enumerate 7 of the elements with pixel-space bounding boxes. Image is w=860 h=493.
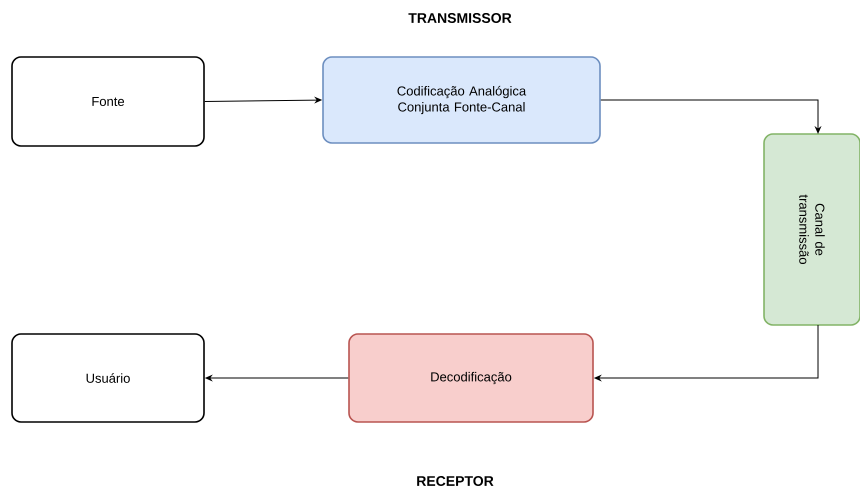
channel-box: Canal de transmissão — [763, 133, 860, 326]
process-box: Fonte — [11, 56, 205, 147]
process-box: Codificação Analógica Conjunta Fonte-Canal — [322, 56, 601, 144]
process-box: Decodificação — [348, 333, 594, 423]
section-title: TRANSMISSOR — [408, 13, 512, 23]
section-title: RECEPTOR — [417, 476, 494, 486]
process-box: Usuário — [11, 333, 205, 423]
